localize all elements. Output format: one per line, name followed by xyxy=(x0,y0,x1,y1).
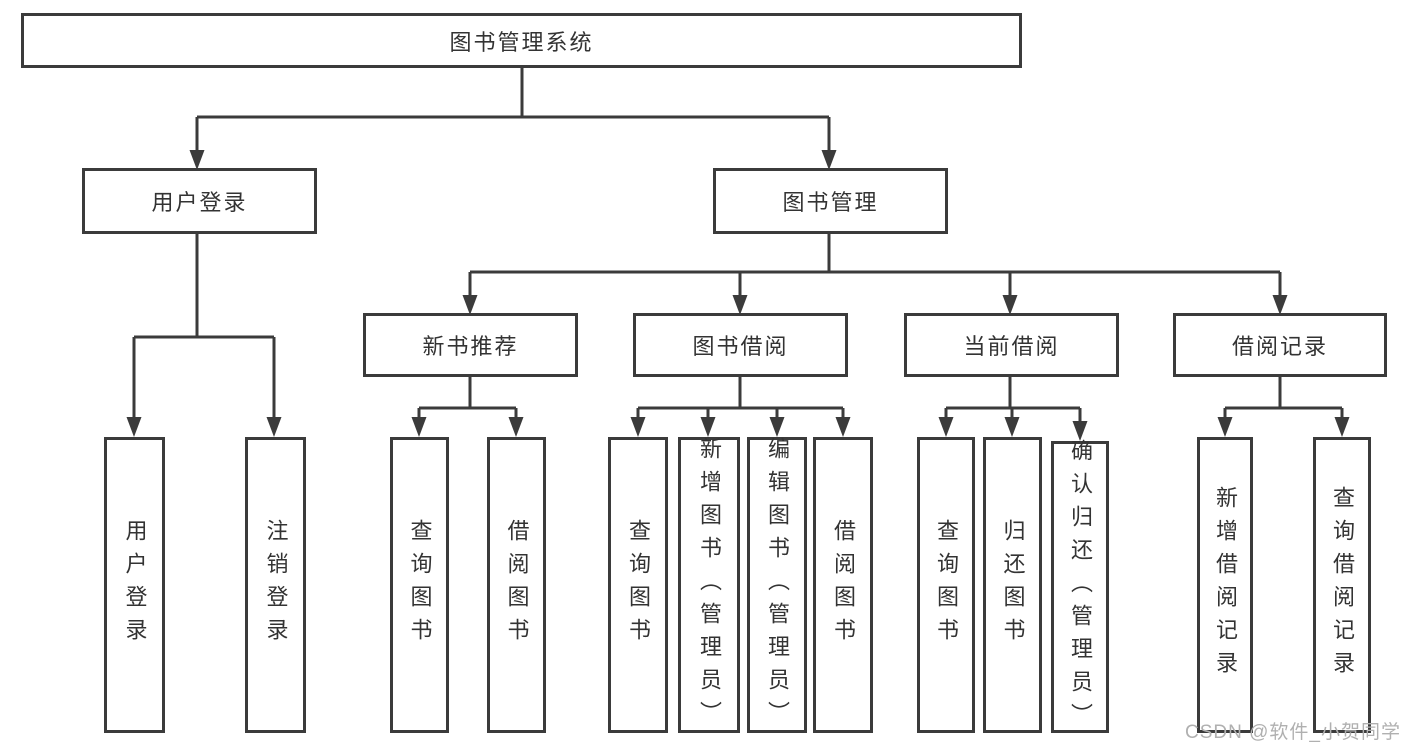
node-user-login-label: 用户登录 xyxy=(151,190,248,215)
node-leaf-current-query-books-label: 查询图书 xyxy=(934,519,959,651)
node-leaf-recommend-borrow-books-label: 借阅图书 xyxy=(504,519,530,651)
node-book-borrowing: 图书借阅 xyxy=(633,313,848,377)
node-book-management-label: 图书管理 xyxy=(782,190,879,215)
node-leaf-current-return-books: 归还图书 xyxy=(983,437,1042,733)
node-leaf-current-confirm-return-label: 确认归还（管理员） xyxy=(1068,438,1093,736)
node-root: 图书管理系统 xyxy=(21,13,1022,68)
node-book-borrowing-label: 图书借阅 xyxy=(692,334,789,359)
node-leaf-recommend-query-books-label: 查询图书 xyxy=(407,519,433,651)
node-borrowing-records-label: 借阅记录 xyxy=(1231,334,1328,359)
node-leaf-borrowing-add-books: 新增图书（管理员） xyxy=(678,436,740,734)
node-current-borrowing: 当前借阅 xyxy=(904,313,1119,377)
node-leaf-records-query-record-label: 查询借阅记录 xyxy=(1330,486,1355,684)
node-borrowing-records: 借阅记录 xyxy=(1173,313,1387,377)
node-root-label: 图书管理系统 xyxy=(449,29,594,55)
node-book-management: 图书管理 xyxy=(713,168,948,234)
node-leaf-logout-label: 注销登录 xyxy=(263,519,289,651)
node-leaf-borrowing-borrow-books: 借阅图书 xyxy=(813,437,873,733)
node-leaf-records-add-record-label: 新增借阅记录 xyxy=(1213,486,1238,684)
node-new-book-recommend: 新书推荐 xyxy=(363,313,578,377)
node-leaf-user-login-label: 用户登录 xyxy=(122,519,148,651)
node-leaf-borrowing-query-books: 查询图书 xyxy=(608,437,668,733)
node-leaf-records-add-record: 新增借阅记录 xyxy=(1197,437,1253,733)
node-leaf-current-confirm-return: 确认归还（管理员） xyxy=(1051,438,1109,736)
csdn-watermark: CSDN @软件_小贺同学 xyxy=(1185,722,1401,743)
node-leaf-recommend-borrow-books: 借阅图书 xyxy=(487,437,546,733)
node-leaf-user-login: 用户登录 xyxy=(104,437,165,733)
node-leaf-records-query-record: 查询借阅记录 xyxy=(1313,437,1371,733)
node-leaf-logout: 注销登录 xyxy=(245,437,306,733)
node-leaf-borrowing-edit-books: 编辑图书（管理员） xyxy=(747,436,807,734)
node-leaf-borrowing-add-books-label: 新增图书（管理员） xyxy=(697,436,722,734)
node-user-login: 用户登录 xyxy=(82,168,317,234)
node-leaf-borrowing-borrow-books-label: 借阅图书 xyxy=(831,519,856,651)
node-leaf-current-query-books: 查询图书 xyxy=(917,437,975,733)
node-new-book-recommend-label: 新书推荐 xyxy=(422,334,519,359)
node-leaf-borrowing-edit-books-label: 编辑图书（管理员） xyxy=(765,436,790,734)
node-leaf-recommend-query-books: 查询图书 xyxy=(390,437,449,733)
node-leaf-current-return-books-label: 归还图书 xyxy=(1000,519,1026,651)
node-current-borrowing-label: 当前借阅 xyxy=(963,334,1060,359)
node-leaf-borrowing-query-books-label: 查询图书 xyxy=(626,519,651,651)
